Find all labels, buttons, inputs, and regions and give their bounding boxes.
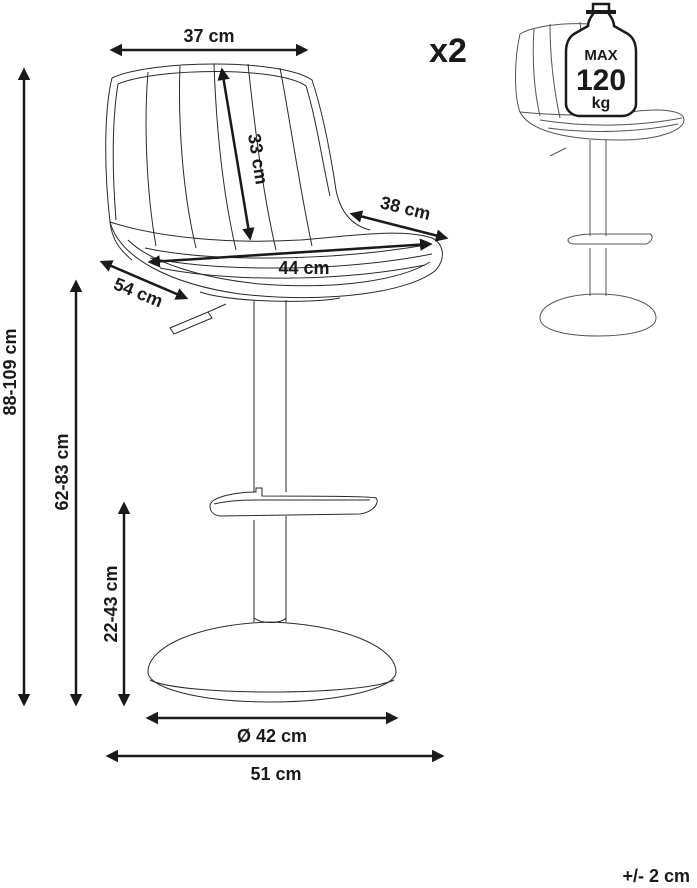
base-diameter-label: Ø 42 cm <box>237 726 307 746</box>
total-width-label: 51 cm <box>250 764 301 784</box>
footrest-height-label: 22-43 cm <box>101 565 121 642</box>
dimension-lines <box>17 43 449 763</box>
seat-depth-label: 38 cm <box>378 192 432 224</box>
weight-value: 120 <box>576 64 626 97</box>
weight-max-label: MAX <box>584 47 617 64</box>
seat-height-label: 62-83 cm <box>52 433 72 510</box>
seat-width-label: 44 cm <box>278 258 329 278</box>
backrest-height-label: 33 cm <box>244 132 272 186</box>
weight-unit: kg <box>592 95 611 112</box>
seat-diagonal-label: 54 cm <box>111 274 166 312</box>
quantity-label: x2 <box>429 32 467 70</box>
bar-stool-drawing <box>105 63 443 703</box>
seat-top-width-label: 37 cm <box>183 26 234 46</box>
tolerance-label: +/- 2 cm <box>622 866 690 886</box>
total-height-label: 88-109 cm <box>0 328 20 415</box>
weight-icon <box>564 2 638 118</box>
stool-thumbnail <box>515 21 685 337</box>
